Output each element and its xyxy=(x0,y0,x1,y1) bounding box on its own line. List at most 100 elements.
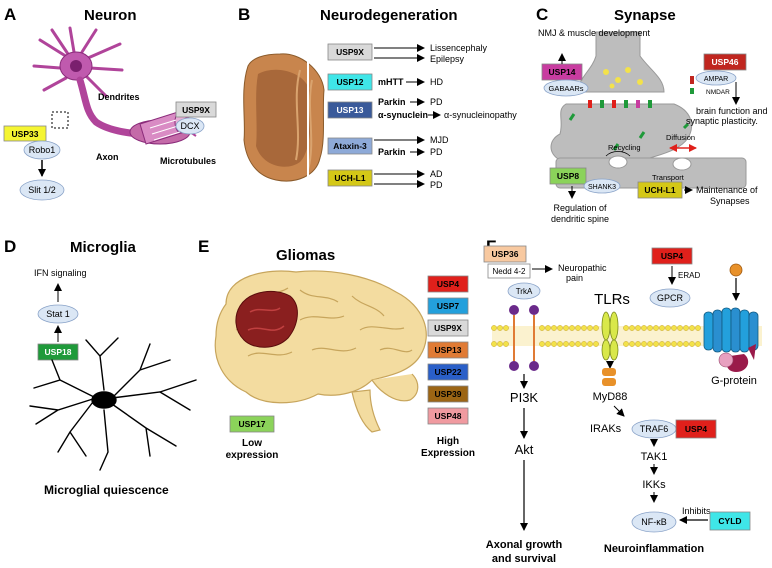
pd-2-label: PD xyxy=(430,147,443,157)
lipid-head xyxy=(695,325,701,331)
panel-a: A Neuron Dendrites Axon Microtubules USP… xyxy=(3,5,217,201)
trka-label: TrkA xyxy=(516,287,533,296)
regulation-line1: Regulation of xyxy=(553,203,607,213)
lipid-head xyxy=(629,341,635,347)
lipid-head xyxy=(635,325,641,331)
pd-1-label: PD xyxy=(430,97,443,107)
cell-membrane xyxy=(491,325,762,347)
maintenance-line1: Maintenance of xyxy=(696,185,758,195)
regulation-line2: dendritic spine xyxy=(551,214,609,224)
lipid-head xyxy=(557,341,563,347)
tlrs-label: TLRs xyxy=(594,291,630,308)
usp14-label: USP14 xyxy=(549,67,576,77)
usp4-f-top-label: USP4 xyxy=(661,251,683,261)
robo1-oval xyxy=(23,140,61,160)
panel-e-title: Gliomas xyxy=(276,247,335,264)
lipid-head xyxy=(635,341,641,347)
lipid-head xyxy=(551,325,557,331)
lipid-head xyxy=(569,325,575,331)
recycling-label: Recycling xyxy=(608,143,641,152)
uchl1-c-label: UCH-L1 xyxy=(644,185,675,195)
lipid-head xyxy=(659,325,665,331)
usp22-box xyxy=(427,363,469,381)
neurodegeneration-list: USP9X Lissencephaly Epilepsy USP12 mHTT … xyxy=(327,43,517,190)
lipid-head xyxy=(587,325,593,331)
lipid-head xyxy=(689,325,695,331)
lipid-head xyxy=(641,325,647,331)
lipid-head xyxy=(593,325,599,331)
nfkb-oval xyxy=(631,511,677,533)
lipid-head xyxy=(677,341,683,347)
stat1-oval xyxy=(37,304,79,324)
lipid-head xyxy=(641,341,647,347)
usp36-label: USP36 xyxy=(492,249,519,259)
parkin-1-label: Parkin xyxy=(378,97,406,107)
tlr-receptor-illustration xyxy=(601,311,619,361)
lissencephaly-label: Lissencephaly xyxy=(430,43,488,53)
shank3-oval xyxy=(583,178,621,194)
transport-label: Transport xyxy=(652,173,685,182)
ampar-icon xyxy=(690,76,694,84)
usp9x-b-box xyxy=(327,43,373,61)
usp18-box xyxy=(37,343,79,361)
brain-section-illustration xyxy=(243,53,325,182)
low-line1: Low xyxy=(242,438,262,449)
gabaars-label: GABAARs xyxy=(548,84,583,93)
gpcr-receptor-illustration xyxy=(703,263,759,372)
diffusion-label: Diffusion xyxy=(666,133,695,142)
lipid-head xyxy=(671,325,677,331)
panel-d-title: Microglia xyxy=(70,239,137,256)
trka-receptor-illustration xyxy=(509,305,539,371)
mjd-label: MJD xyxy=(430,135,449,145)
lipid-head xyxy=(569,341,575,347)
gpcr-oval xyxy=(649,288,691,308)
cyld-label: CYLD xyxy=(718,516,741,526)
usp39-box xyxy=(427,385,469,403)
panel-d-letter: D xyxy=(4,237,16,256)
nfkb-label: NF-κB xyxy=(641,517,667,527)
slit-oval xyxy=(19,179,65,201)
lipid-head xyxy=(647,325,653,331)
usp4-e-box xyxy=(427,275,469,293)
lipid-head xyxy=(623,341,629,347)
usp9x-b-label: USP9X xyxy=(336,47,364,57)
usp4-f-top-box xyxy=(651,247,693,265)
gprotein-label: G-protein xyxy=(711,375,757,387)
alpha-syn-label: α-synuclein xyxy=(378,110,428,120)
panel-c: C Synapse NMJ & muscle development USP14 xyxy=(536,5,768,224)
usp33-box xyxy=(3,125,47,142)
usp4-f-mid-box xyxy=(675,419,717,439)
lipid-head xyxy=(677,325,683,331)
lipid-head xyxy=(587,341,593,347)
lipid-head xyxy=(653,325,659,331)
lipid-head xyxy=(581,341,587,347)
pd-3-label: PD xyxy=(430,180,443,190)
usp36-box xyxy=(483,245,527,263)
usp9x-e-box xyxy=(427,319,469,337)
usp13-e-label: USP13 xyxy=(435,345,462,355)
lipid-head xyxy=(551,341,557,347)
lipid-head xyxy=(581,325,587,331)
high-line2: Expression xyxy=(421,448,475,459)
lipid-head xyxy=(695,341,701,347)
neuroinflammation-label: Neuroinflammation xyxy=(604,543,705,555)
lipid-head xyxy=(647,341,653,347)
nedd-box xyxy=(487,263,531,279)
neuropathic-line2: pain xyxy=(566,273,583,283)
usp22-label: USP22 xyxy=(435,367,462,377)
usp17-box xyxy=(229,415,275,433)
dcx-oval xyxy=(175,117,205,135)
usp48-box xyxy=(427,407,469,425)
usp8-box xyxy=(549,167,587,185)
erad-label: ERAD xyxy=(678,271,700,280)
panel-f: F USP36 Nedd 4-2 Neuropathic pain TrkA P… xyxy=(483,237,762,565)
ataxin3-label: Ataxin-3 xyxy=(333,141,367,151)
axonal-line1: Axonal growth xyxy=(486,539,563,551)
brain-fn-line2: synaptic plasticity. xyxy=(686,116,758,126)
usp12-box xyxy=(327,73,373,91)
lipid-head xyxy=(545,325,551,331)
panel-c-title: Synapse xyxy=(614,7,676,24)
usp9x-a-label: USP9X xyxy=(182,105,210,115)
brain-illustration xyxy=(214,270,427,433)
